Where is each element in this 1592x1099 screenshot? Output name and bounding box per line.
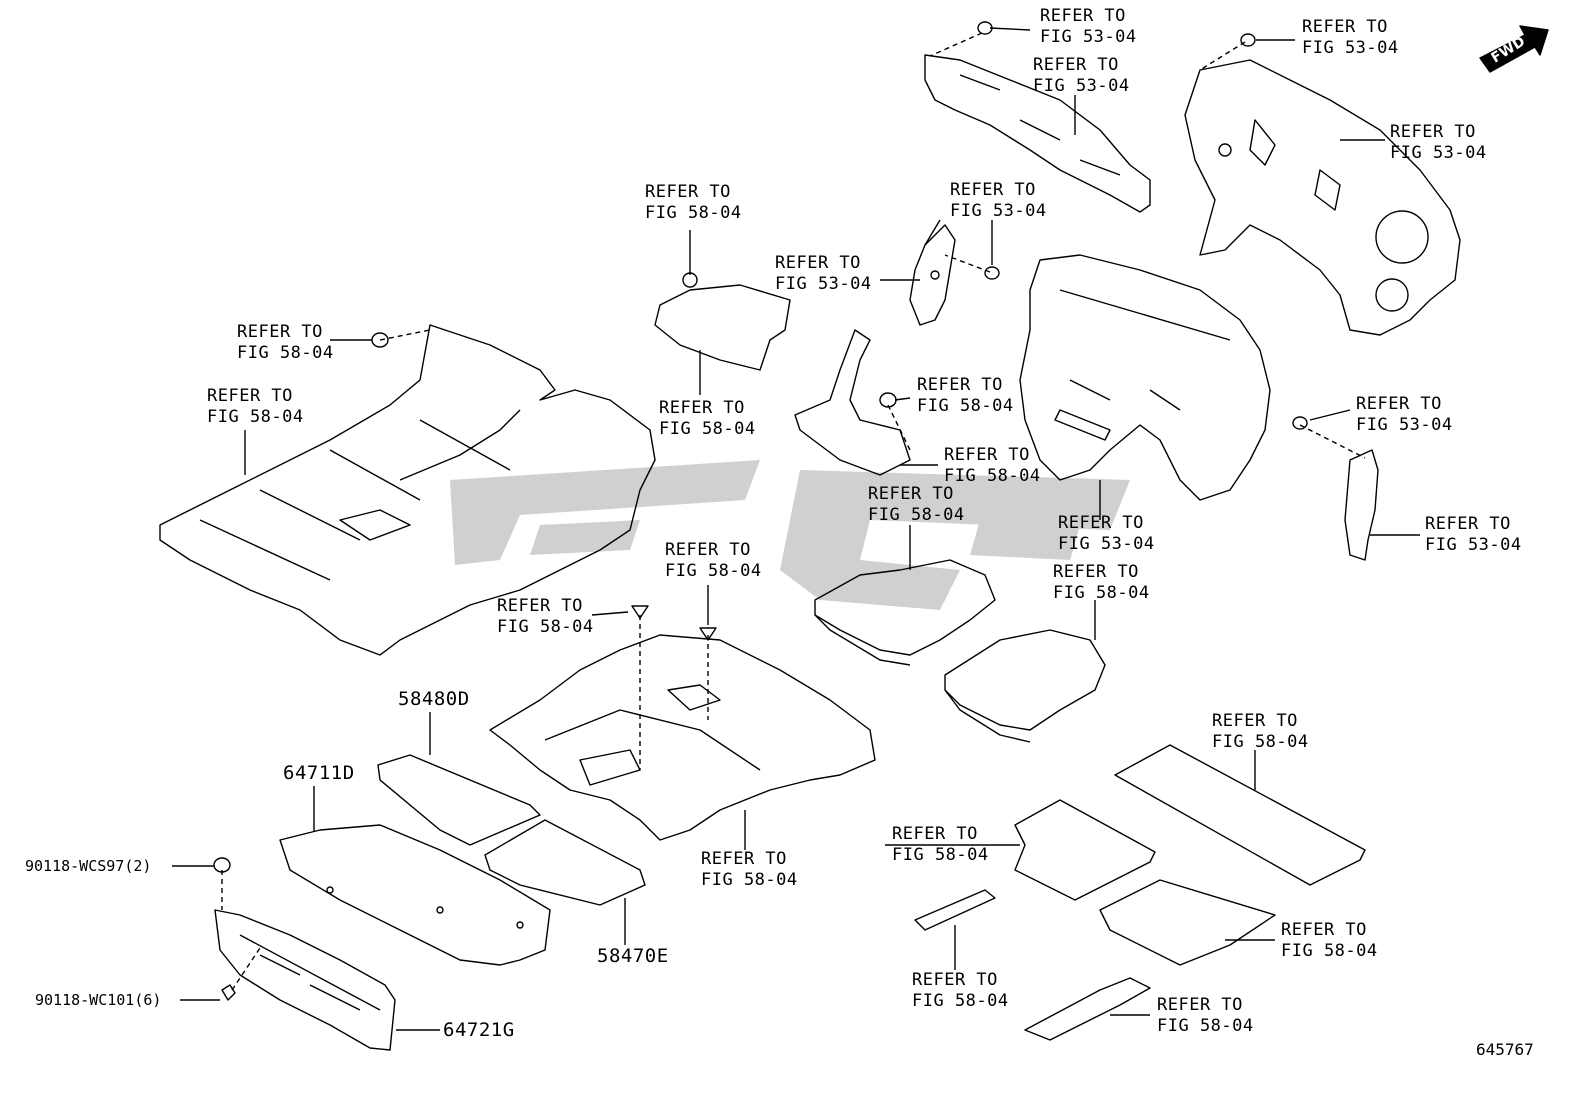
clip-icon — [977, 21, 993, 35]
screw-icon — [631, 605, 649, 619]
clip-icon — [879, 392, 897, 408]
watermark — [450, 460, 1130, 610]
pad-58470e — [484, 819, 646, 906]
floor-carpet — [159, 324, 656, 656]
clip-icon — [682, 272, 698, 288]
floor-mat-small-strip — [914, 889, 996, 931]
dash-line — [1299, 424, 1366, 459]
fastener-number: 90118-WC101(6) — [35, 991, 162, 1009]
screw-icon — [221, 984, 236, 1001]
pad-58480d — [377, 754, 541, 846]
floor-mat-rear-strip — [1024, 977, 1151, 1041]
side-bracket — [909, 224, 956, 326]
figure-number: 645767 — [1476, 1040, 1534, 1059]
part-number-64721g: 64721G — [443, 1019, 515, 1041]
console-box-rear — [944, 629, 1106, 743]
clip-icon — [1292, 416, 1308, 430]
bracket-64721g — [214, 909, 396, 1051]
dash-line — [231, 944, 263, 991]
dash-line — [929, 32, 983, 57]
dash-panel-right — [1184, 59, 1461, 336]
console-box-front — [814, 559, 996, 666]
side-trim-panel — [1344, 449, 1379, 561]
dash-line — [944, 254, 991, 273]
foot-rest-pad — [654, 284, 791, 371]
cover-64711d — [279, 824, 551, 966]
clip-icon — [1240, 33, 1256, 47]
part-number-58480d: 58480D — [398, 688, 470, 710]
floor-mat-driver — [1014, 799, 1156, 901]
dash-insulator-main — [1019, 254, 1271, 501]
leader-lines — [244, 27, 1420, 1016]
part-number-64711d: 64711D — [283, 762, 355, 784]
clip-icon — [213, 857, 231, 873]
floor-mat-rear — [1114, 744, 1366, 886]
fwd-arrow-icon — [1479, 25, 1549, 73]
dash-insulator-upper — [924, 54, 1151, 213]
part-number-58470e: 58470E — [597, 945, 669, 967]
l-insulator — [794, 329, 911, 476]
fastener-number: 90118-WCS97(2) — [25, 857, 152, 875]
floor-mat-passenger — [1099, 879, 1276, 966]
screw-icon — [699, 627, 717, 641]
engine-under-cover — [489, 634, 876, 841]
clip-icon — [984, 266, 1000, 280]
